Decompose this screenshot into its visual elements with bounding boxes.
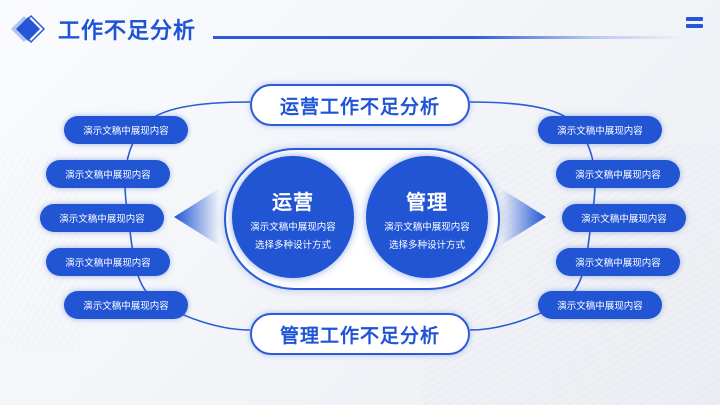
management-circle: 管理 演示文稿中展现内容 选择多种设计方式: [366, 156, 488, 278]
right-item-1: 演示文稿中展现内容: [538, 116, 662, 144]
center-capsule: 运营 演示文稿中展现内容 选择多种设计方式 管理 演示文稿中展现内容 选择多种设…: [224, 148, 500, 290]
left-item-5: 演示文稿中展现内容: [64, 291, 188, 319]
operations-line2: 选择多种设计方式: [254, 240, 331, 251]
right-item-2: 演示文稿中展现内容: [556, 160, 680, 188]
management-title: 管理: [406, 190, 448, 214]
right-arrow-triangle-icon: [500, 188, 546, 246]
top-label-pill: 运营工作不足分析: [250, 84, 470, 126]
left-item-4: 演示文稿中展现内容: [46, 248, 170, 276]
operations-circle: 运营 演示文稿中展现内容 选择多种设计方式: [232, 156, 354, 278]
right-item-4: 演示文稿中展现内容: [556, 248, 680, 276]
management-line1: 演示文稿中展现内容: [384, 222, 470, 233]
page-title: 工作不足分析: [58, 19, 197, 44]
operations-title: 运营: [272, 190, 314, 214]
left-item-2: 演示文稿中展现内容: [46, 160, 170, 188]
menu-icon[interactable]: [686, 17, 703, 29]
management-line2: 选择多种设计方式: [388, 240, 465, 251]
right-item-3: 演示文稿中展现内容: [562, 204, 686, 232]
title-underline: [213, 36, 683, 39]
left-item-3: 演示文稿中展现内容: [40, 204, 164, 232]
diamond-logo-icon: [11, 14, 46, 44]
operations-line1: 演示文稿中展现内容: [250, 222, 336, 233]
bottom-label-pill: 管理工作不足分析: [250, 313, 470, 355]
left-item-1: 演示文稿中展现内容: [64, 116, 188, 144]
left-arrow-triangle-icon: [174, 188, 220, 246]
right-item-5: 演示文稿中展现内容: [538, 291, 662, 319]
